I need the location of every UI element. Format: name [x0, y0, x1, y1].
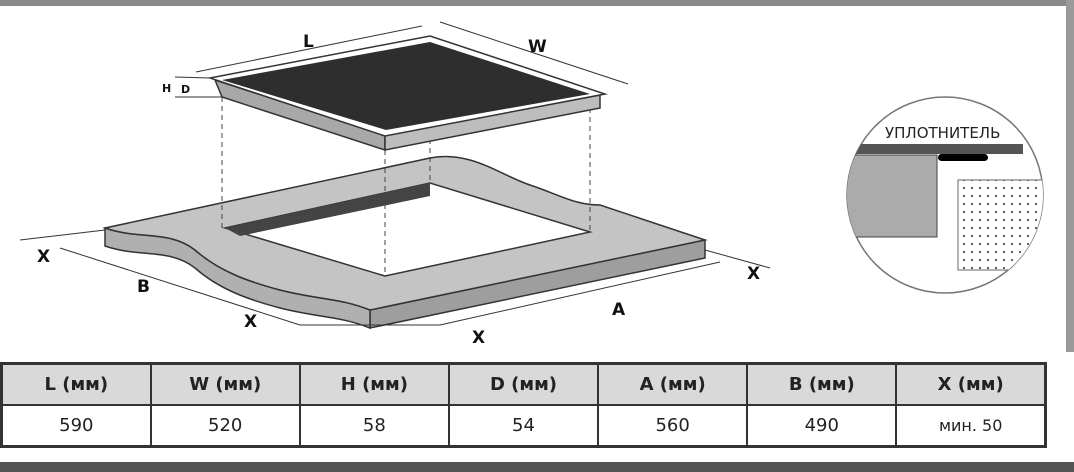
value-X: мин. 50	[895, 404, 1047, 448]
header-B: B (мм)	[746, 362, 898, 406]
header-D: D (мм)	[447, 362, 600, 406]
seal-detail: УПЛОТНИТЕЛЬ	[846, 96, 1044, 294]
label-D: D	[181, 83, 190, 96]
dimension-lines	[19, 21, 771, 326]
seal-label: УПЛОТНИТЕЛЬ	[885, 124, 1000, 142]
dimensions-table: L (мм) W (мм) H (мм) D (мм) A (мм) B (мм…	[0, 362, 1047, 448]
header-H: H (мм)	[298, 362, 450, 406]
label-W: W	[528, 37, 547, 57]
table-row: 590 520 58 54 560 490 мин. 50	[0, 404, 1047, 448]
label-X-front: X	[472, 328, 485, 348]
header-L: L (мм)	[0, 362, 152, 406]
table-header-row: L (мм) W (мм) H (мм) D (мм) A (мм) B (мм…	[0, 362, 1047, 406]
installation-diagram: L W H D X B X X A X УПЛОТНИТЕЛЬ	[19, 21, 1044, 348]
value-A: 560	[597, 404, 749, 448]
top-border	[0, 0, 1074, 6]
value-B: 490	[746, 404, 898, 448]
label-L: L	[303, 32, 314, 52]
label-X-right: X	[747, 264, 760, 284]
projection-lines	[221, 40, 591, 276]
bottom-border	[0, 462, 1074, 472]
countertop	[102, 155, 708, 330]
label-A: A	[612, 300, 626, 320]
value-W: 520	[149, 404, 301, 448]
header-X: X (мм)	[895, 362, 1047, 406]
value-L: 590	[0, 404, 152, 448]
right-border	[1066, 0, 1074, 352]
label-H: H	[162, 82, 171, 95]
value-H: 58	[298, 404, 450, 448]
header-A: A (мм)	[597, 362, 749, 406]
header-W: W (мм)	[149, 362, 301, 406]
label-B: B	[137, 277, 150, 297]
label-X-front-left: X	[244, 312, 257, 332]
label-X-left: X	[37, 247, 50, 267]
value-D: 54	[447, 404, 600, 448]
hob	[207, 35, 608, 152]
